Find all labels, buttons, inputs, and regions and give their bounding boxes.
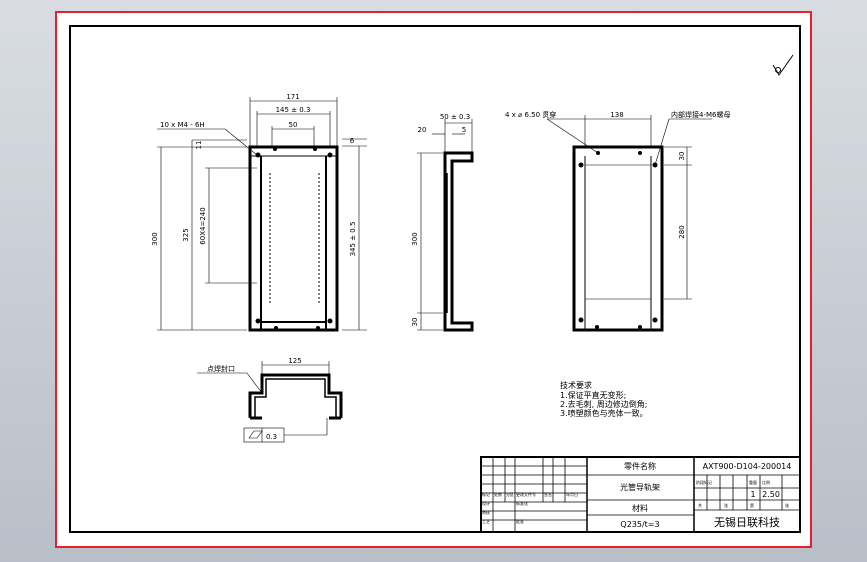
cell-sheets: 张 (724, 502, 728, 508)
scale: 2.50 (762, 490, 780, 499)
cell-zone: 分区 (506, 491, 514, 497)
cell-design: 设计 (482, 500, 490, 506)
dim-138: 138 (610, 111, 623, 119)
part-name: 光管导轨架 (620, 482, 660, 492)
drawing-sheet: 171 145 ± 0.3 50 6 10 x M4 - 6H 11 300 3… (55, 11, 812, 548)
material-label: 材料 (632, 503, 648, 513)
drawing-number: AXT900-D104-200014 (703, 462, 792, 471)
weld-note: 点焊封口 (207, 364, 235, 373)
cell-weight: 重量 (749, 479, 757, 485)
cell-ratio: 比例 (762, 479, 770, 485)
dim-20: 20 (418, 126, 427, 134)
dim-240: 60X4=240 (199, 207, 207, 244)
quantity: 1 (750, 490, 755, 499)
dim-side50: 50 ± 0.3 (440, 113, 470, 121)
drawing-canvas: 171 145 ± 0.3 50 6 10 x M4 - 6H 11 300 3… (69, 25, 801, 533)
dim-50: 50 (289, 121, 298, 129)
cell-stage: 阶段标记 (696, 479, 712, 485)
dim-171: 171 (286, 93, 299, 101)
part-name-label: 零件名称 (624, 461, 656, 471)
dim-325: 325 (182, 228, 190, 241)
dim-345: 345 ± 0.5 (349, 222, 357, 257)
flatness-value: 0.3 (266, 433, 277, 441)
dim-side300: 300 (411, 232, 419, 245)
company-name: 无锡日联科技 (714, 515, 780, 529)
cell-process: 工艺 (482, 519, 490, 524)
dim-holes: 10 x M4 - 6H (160, 121, 205, 129)
cell-sheet-no: 第 (750, 502, 754, 508)
dim-5: 5 (462, 126, 466, 134)
dim-280: 280 (678, 225, 686, 238)
cell-date: 年月日 (566, 491, 578, 497)
cell-sign: 签名 (544, 491, 552, 497)
dim-side30: 30 (411, 318, 419, 327)
tech-line-2: 2.去毛刺, 周边修边倒角; (560, 399, 647, 409)
dim-holes2: 4 x ⌀ 6.50 贯穿 (505, 110, 556, 119)
material: Q235/t=3 (620, 520, 659, 529)
dim-30: 30 (678, 152, 686, 161)
cell-standard: 标准化 (516, 500, 528, 506)
tech-title: 技术要求 (560, 380, 592, 390)
dim-300: 300 (151, 232, 159, 245)
dim-6: 6 (350, 137, 355, 145)
cell-approve: 批准 (516, 518, 524, 524)
cell-review: 审核 (482, 509, 490, 515)
cell-sheets-2: 张 (785, 502, 789, 508)
tech-line-1: 1.保证平直无变形; (560, 390, 626, 400)
dim-145: 145 ± 0.3 (276, 106, 311, 114)
cell-change-doc: 更改文件号 (516, 491, 536, 497)
dim-rivet: 内部焊接4-M6螺母 (671, 110, 730, 119)
cell-count: 处数 (494, 491, 502, 497)
cell-total: 共 (698, 502, 702, 508)
cell-mark: 标记 (482, 491, 490, 497)
dim-11: 11 (195, 141, 203, 150)
dim-125: 125 (288, 357, 301, 365)
tech-line-3: 3.喷塑颜色与壳体一致。 (560, 408, 648, 418)
